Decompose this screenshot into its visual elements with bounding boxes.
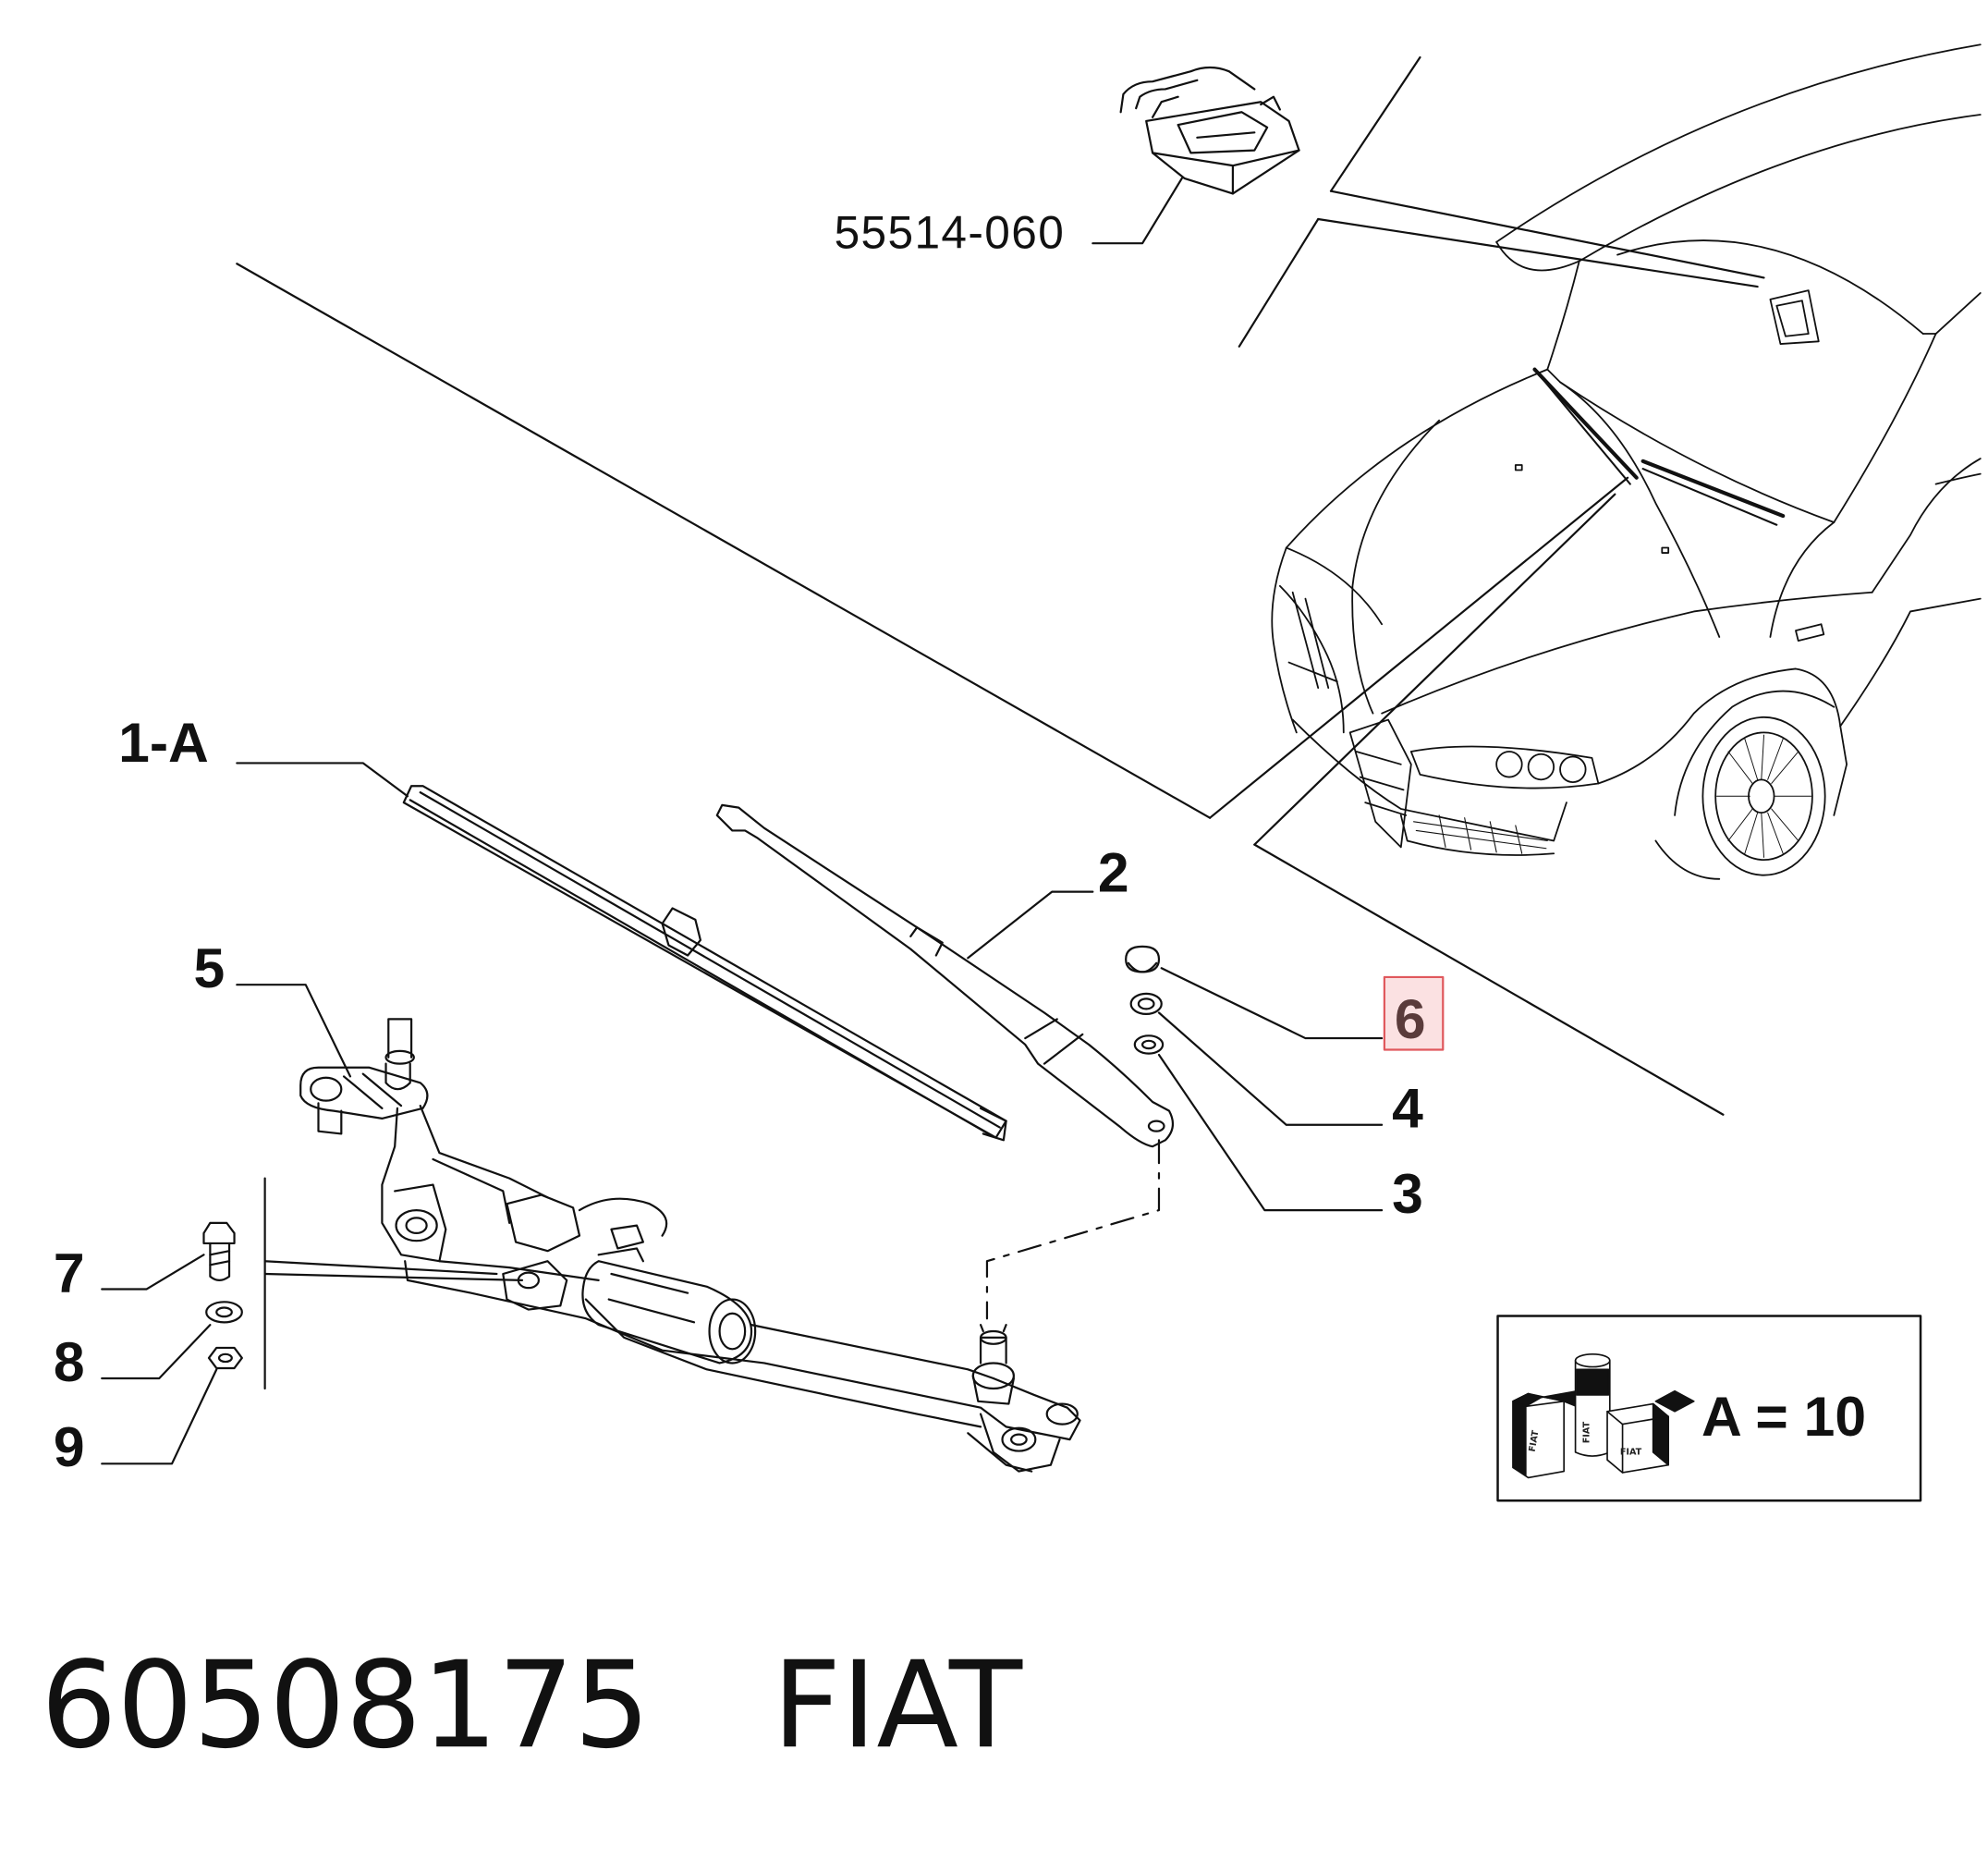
callout-1a: 1-A (118, 711, 209, 774)
callout-7: 7 (54, 1241, 85, 1303)
leader-9 (101, 1368, 218, 1465)
callout-4: 4 (1392, 1077, 1423, 1140)
footer-caption: 60508175 FIAT (41, 1637, 1022, 1778)
leader-1a (236, 762, 409, 798)
brand-mark-right: FIAT (1620, 1448, 1642, 1458)
brand-mark-can: FIAT (1582, 1421, 1592, 1443)
package-quantity-icon: FIAT FIAT FIAT (1512, 1352, 1695, 1479)
rain-sensor-drawing (1119, 66, 1300, 195)
car-drawing (1271, 43, 1982, 880)
dashed-pivot-link (985, 1139, 1161, 1320)
leader-7 (101, 1254, 205, 1291)
footer-brand: FIAT (772, 1636, 1023, 1776)
leader-8 (101, 1324, 212, 1380)
callout-5: 5 (193, 936, 225, 999)
leader-3 (1157, 1053, 1384, 1212)
section-lines (236, 55, 1765, 1116)
footer-part-number: 60508175 (41, 1636, 651, 1776)
leader-6 (1160, 967, 1384, 1040)
highlight-box-callout-6 (1383, 975, 1445, 1051)
bolt-washer-nut-drawing (202, 1221, 243, 1370)
callout-8: 8 (54, 1330, 85, 1393)
fastener-group-bracket (263, 1177, 524, 1390)
fastener-stack-drawing (1125, 945, 1165, 1055)
leader-2 (967, 890, 1094, 960)
legend-quantity-label: A = 10 (1701, 1385, 1866, 1448)
brand-mark-left: FIAT (1528, 1429, 1542, 1452)
wiper-arm-drawing (715, 803, 1175, 1148)
callout-3: 3 (1392, 1162, 1423, 1225)
wiper-blade-drawing (402, 785, 1007, 1142)
wiper-linkage-drawing (299, 1018, 1081, 1473)
leader-5 (236, 984, 352, 1078)
rain-sensor-part-number: 55514-060 (835, 207, 1066, 259)
callout-9: 9 (54, 1415, 85, 1478)
leader-55514 (1092, 177, 1183, 245)
leader-4 (1157, 1011, 1384, 1126)
callout-6: 6 (1395, 987, 1426, 1050)
callout-2: 2 (1098, 841, 1129, 904)
legend-box: FIAT FIAT FIAT A = 10 (1496, 1315, 1922, 1502)
